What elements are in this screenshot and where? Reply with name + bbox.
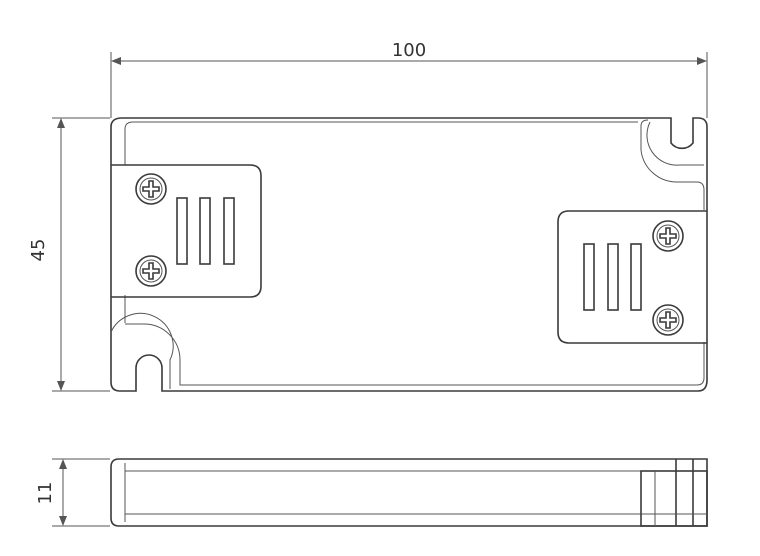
top-view-inner-corner bbox=[640, 119, 649, 127]
vent-slot bbox=[630, 243, 642, 311]
phillips-screw-icon bbox=[135, 173, 167, 205]
terminal-cover-right bbox=[557, 210, 707, 344]
length-label: 100 bbox=[392, 40, 426, 61]
phillips-screw-icon bbox=[652, 220, 684, 252]
vent-slot bbox=[176, 197, 188, 265]
top-view-inner-outline bbox=[124, 121, 705, 386]
top-view-slot-guide-left bbox=[110, 312, 174, 389]
side-view-outline bbox=[110, 458, 708, 527]
height-label: 11 bbox=[35, 482, 56, 505]
width-dimension: 45 bbox=[28, 117, 110, 392]
side-terminal-block bbox=[640, 470, 708, 527]
height-dimension: 11 bbox=[35, 458, 110, 527]
vent-slot bbox=[223, 197, 235, 265]
terminal-cover-left bbox=[111, 164, 262, 298]
length-dimension: 100 bbox=[110, 40, 708, 118]
phillips-screw-icon bbox=[652, 304, 684, 336]
top-view bbox=[110, 117, 708, 392]
top-view-outline bbox=[110, 117, 708, 392]
side-view bbox=[110, 458, 708, 527]
vent-slot bbox=[583, 243, 595, 311]
phillips-screw-icon bbox=[135, 255, 167, 287]
top-view-slot-guide-right bbox=[646, 121, 704, 166]
vent-slot bbox=[199, 197, 211, 265]
width-label: 45 bbox=[28, 239, 49, 262]
vent-slot bbox=[607, 243, 619, 311]
